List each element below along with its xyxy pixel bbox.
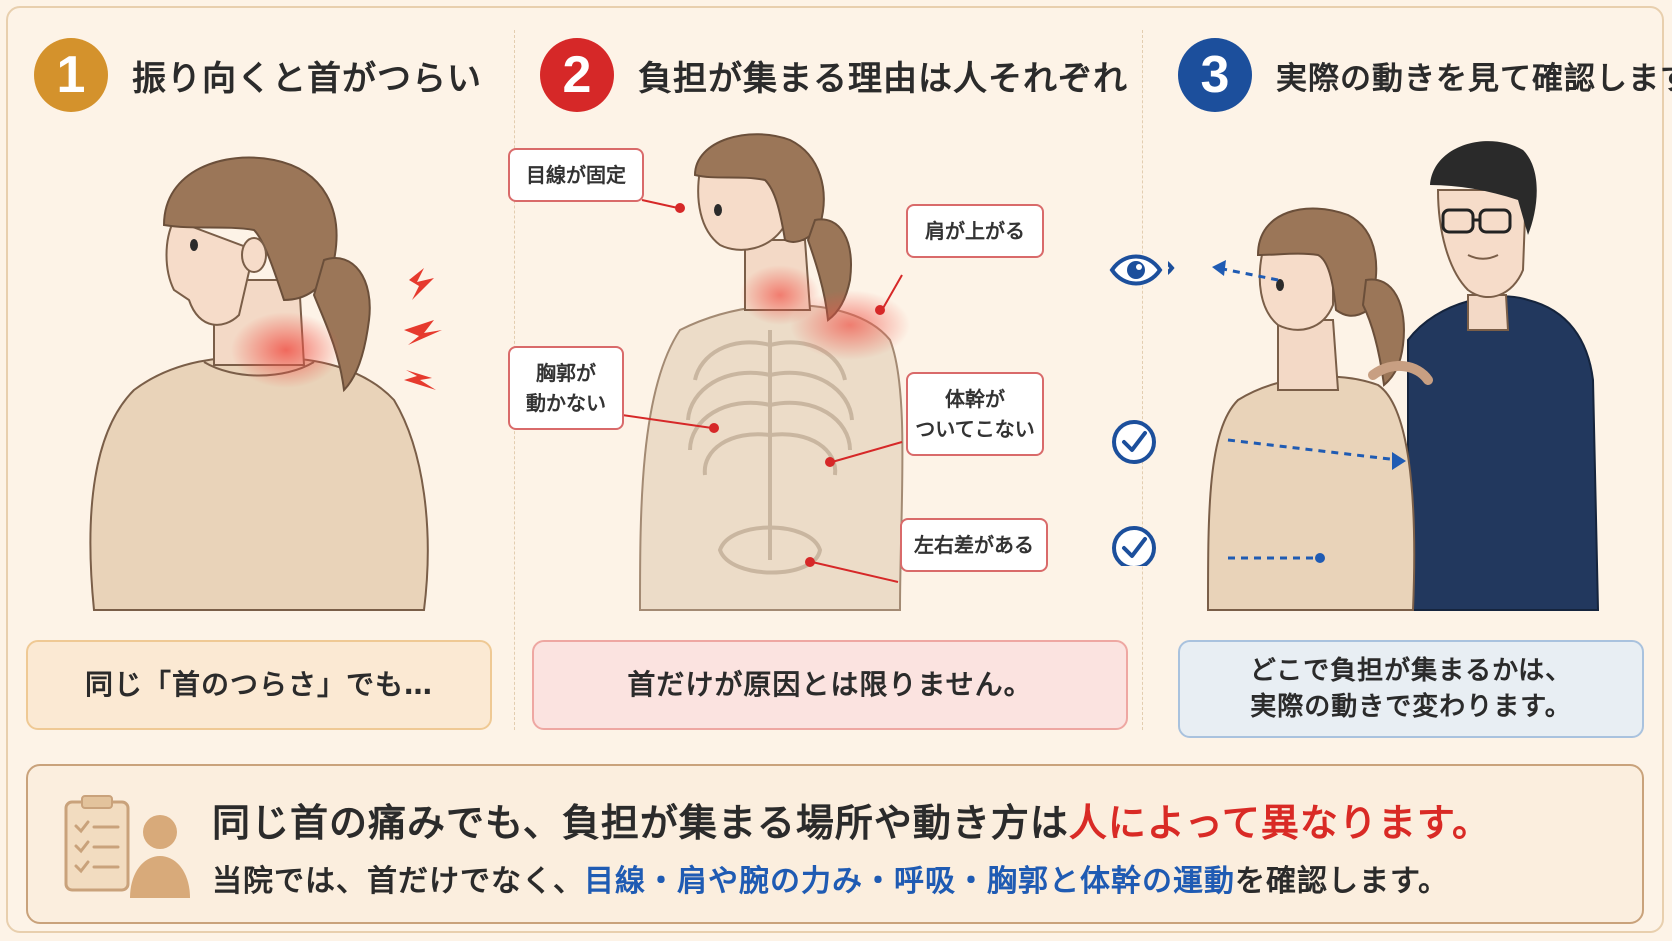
panel-3-title: 実際の動きを見て確認します — [1276, 60, 1672, 97]
summary-box: 同じ首の痛みでも、負担が集まる場所や動き方は人によって異なります。 当院では、首… — [26, 764, 1644, 924]
woman-skeleton-illustration — [621, 133, 910, 611]
panel-1-title: 振り向くと首がつらい — [132, 58, 482, 99]
woman-back-illustration — [89, 156, 442, 611]
summary-text: 当院では、首だけでなく、 — [212, 864, 584, 899]
check-circle-icon — [1112, 420, 1156, 464]
panel-2-title: 負担が集まる理由は人それぞれ — [638, 58, 1128, 99]
panel-1-header: 1 振り向くと首がつらい — [34, 38, 482, 112]
summary-emphasis: 人によって異なります。 — [1068, 801, 1492, 845]
eye-icon — [1168, 261, 1175, 275]
check-circle-icon — [1112, 526, 1156, 566]
panel-divider — [1142, 30, 1143, 730]
panel-2-header: 2 負担が集まる理由は人それぞれ — [540, 38, 1128, 112]
callout-ribcage-immobile: 胸郭が 動かない — [508, 346, 624, 430]
summary-text: を確認します。 — [1235, 864, 1449, 899]
summary-main-line: 同じ首の痛みでも、負担が集まる場所や動き方は人によって異なります。 — [212, 792, 1491, 847]
therapist-checking-illustration — [1168, 141, 1600, 611]
clipboard-person-icon — [64, 795, 190, 898]
summary-text: 同じ首の痛みでも、負担が集まる場所や動き方は — [212, 801, 1069, 845]
panel-2-caption: 首だけが原因とは限りません。 — [532, 640, 1128, 730]
panel-3-header: 3 実際の動きを見て確認します — [1178, 38, 1672, 112]
panel-step-2: 2 負担が集まる理由は人それぞれ — [508, 20, 1134, 740]
callout-line: 体幹が — [945, 387, 1005, 411]
callout-line: 動かない — [526, 391, 606, 415]
panel-1-caption: 同じ「首のつらさ」でも… — [26, 640, 492, 730]
panel-step-1: 1 振り向くと首がつらい 同じ「首のつらさ」 — [24, 20, 504, 740]
callout-shoulder-raised: 肩が上がる — [906, 204, 1044, 258]
callout-trunk-not-following: 体幹が ついてこない — [906, 372, 1044, 456]
callout-gaze-fixed: 目線が固定 — [508, 148, 644, 202]
pain-spark-icon — [404, 268, 442, 390]
step-number-badge: 3 — [1178, 38, 1252, 112]
callout-line: ついてこない — [915, 417, 1035, 441]
caption-line: どこで負担が集まるかは、 — [1249, 656, 1573, 686]
step-number-badge: 2 — [540, 38, 614, 112]
check-icons-column — [1109, 254, 1163, 566]
eye-icon — [1109, 254, 1163, 286]
callout-line: 胸郭が — [536, 361, 596, 385]
panel-3-caption: どこで負担が集まるかは、 実際の動きで変わります。 — [1178, 640, 1644, 738]
summary-checkpoints: 目線・肩や腕の力み・呼吸・胸郭と体幹の運動 — [584, 864, 1235, 899]
panel-step-3: 3 実際の動きを見て確認します — [1109, 20, 1672, 740]
summary-sub-line: 当院では、首だけでなく、目線・肩や腕の力み・呼吸・胸郭と体幹の運動を確認します。 — [212, 856, 1449, 900]
callout-left-right-difference: 左右差がある — [900, 518, 1048, 572]
step-number-badge: 1 — [34, 38, 108, 112]
caption-line: 実際の動きで変わります。 — [1250, 692, 1572, 722]
